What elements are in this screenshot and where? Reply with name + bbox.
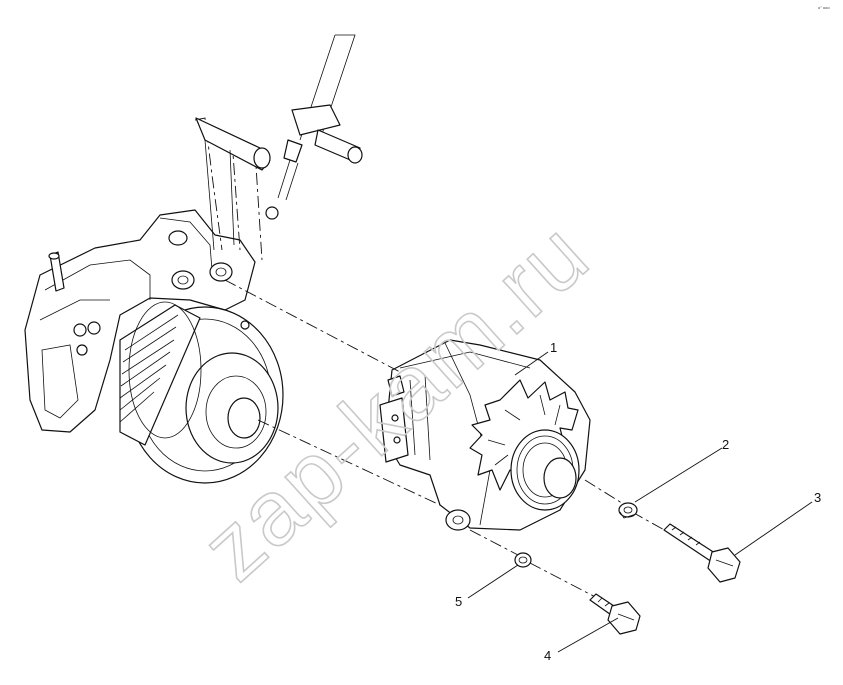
callout-label-4: 4 [544, 648, 551, 663]
callout-4: 4 [544, 617, 619, 663]
engine-front-housing [24, 209, 256, 433]
fan-pulley-assembly [119, 301, 284, 484]
callout-2: 2 [634, 437, 729, 503]
callout-3: 3 [734, 490, 821, 556]
callout-label-5: 5 [455, 594, 462, 609]
callout-label-1: 1 [550, 340, 557, 355]
part-3-long-bolt [663, 523, 741, 583]
corner-mark: o° ooo [818, 5, 830, 10]
alternator [379, 339, 591, 531]
callout-5: 5 [455, 564, 519, 609]
assembly-center-lines [224, 279, 669, 603]
part-2-bushing [618, 502, 638, 519]
part-5-washer [514, 552, 532, 568]
sensor-pipe [277, 34, 363, 201]
callout-label-2: 2 [722, 437, 729, 452]
mounting-bracket [194, 117, 279, 261]
callout-1: 1 [514, 340, 557, 376]
part-4-short-bolt [589, 593, 641, 635]
callout-label-3: 3 [814, 490, 821, 505]
